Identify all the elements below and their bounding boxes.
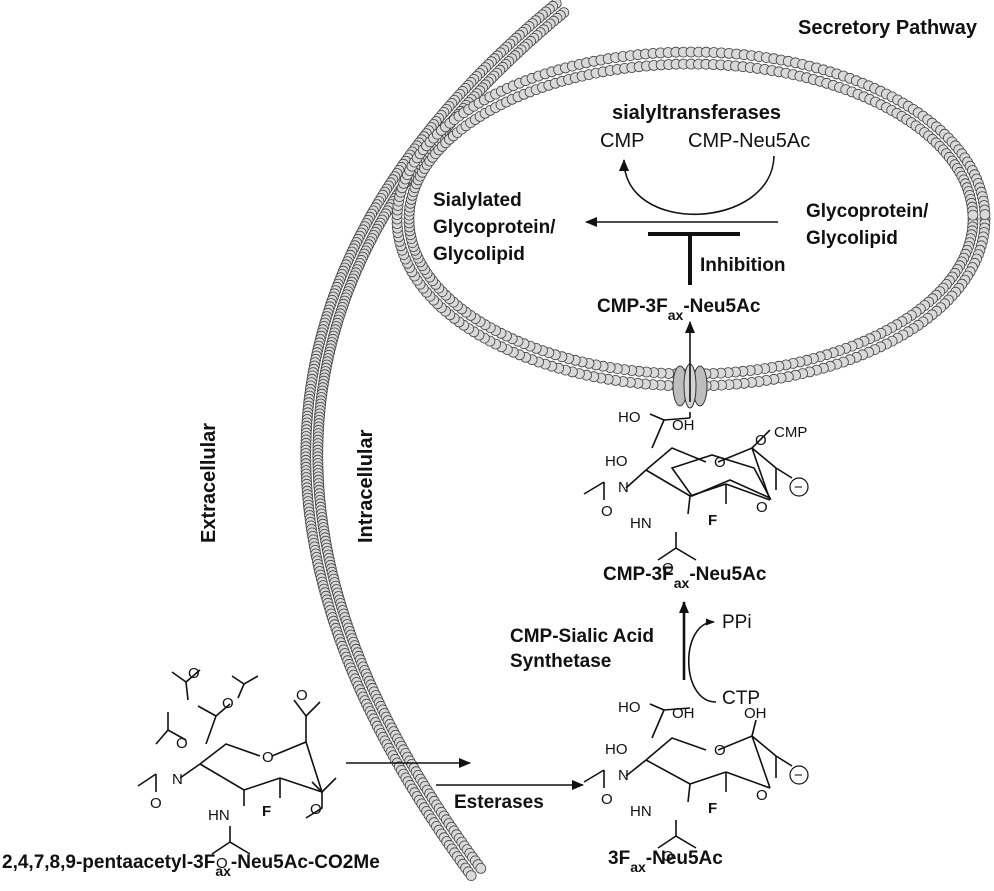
synthetase-label: CMP-Sialic Acid Synthetase xyxy=(510,626,659,672)
esterases-label: Esterases xyxy=(454,792,544,813)
svg-text:HO: HO xyxy=(618,409,641,426)
svg-text:F: F xyxy=(262,803,271,820)
svg-text:HN: HN xyxy=(208,807,230,824)
svg-text:O: O xyxy=(150,795,162,812)
svg-text:O: O xyxy=(755,432,767,449)
svg-text:OH: OH xyxy=(744,705,767,722)
golgi-membrane xyxy=(391,46,991,392)
synthetase-reaction xyxy=(679,601,717,703)
svg-text:O: O xyxy=(714,454,726,471)
svg-text:HO: HO xyxy=(618,699,641,716)
svg-text:O: O xyxy=(176,735,188,752)
sialylation-reaction xyxy=(585,155,778,285)
3fax-neu5ac-label: 3Fax-Neu5Ac xyxy=(608,848,723,875)
cmp-neu5ac-label: CMP-Neu5Ac xyxy=(688,130,810,152)
svg-text:O: O xyxy=(756,499,768,516)
svg-text:O: O xyxy=(216,855,228,872)
svg-text:O: O xyxy=(310,801,322,818)
intracellular-label: Intracellular xyxy=(355,429,377,543)
cmp-3fax-neu5ac-structure: HO OH HO O O CMP N HN F O − O O xyxy=(583,409,809,577)
svg-text:N: N xyxy=(172,771,183,788)
prodrug-label: 2,4,7,8,9-pentaacetyl-3Fax-Neu5Ac-CO2Me xyxy=(2,852,380,879)
svg-text:O: O xyxy=(662,560,674,577)
svg-text:F: F xyxy=(708,800,717,817)
svg-text:O: O xyxy=(756,787,768,804)
svg-text:O: O xyxy=(601,503,613,520)
secretory-pathway-label: Secretory Pathway xyxy=(798,17,978,39)
svg-text:HN: HN xyxy=(630,515,652,532)
svg-text:F: F xyxy=(708,512,717,529)
glycoprotein-label: Glycoprotein/ Glycolipid xyxy=(806,201,934,249)
transporter-icon xyxy=(672,363,708,409)
svg-text:O: O xyxy=(662,848,674,865)
svg-text:HN: HN xyxy=(630,803,652,820)
ppi-label: PPi xyxy=(722,612,752,633)
svg-text:N: N xyxy=(618,479,629,496)
sialyltransferases-label: sialyltransferases xyxy=(612,102,781,124)
svg-text:−: − xyxy=(794,767,803,784)
svg-text:OH: OH xyxy=(672,705,695,722)
svg-text:O: O xyxy=(296,687,308,704)
cmp-label: CMP xyxy=(600,130,644,152)
svg-text:O: O xyxy=(601,791,613,808)
svg-text:CMP: CMP xyxy=(774,424,807,441)
cmp-3fax-neu5ac-label: CMP-3Fax-Neu5Ac xyxy=(603,564,767,591)
svg-text:OH: OH xyxy=(672,417,695,434)
extracellular-label: Extracellular xyxy=(198,423,220,543)
prodrug-structure: O O O O O N HN F O O O xyxy=(137,665,337,872)
golgi-cmp-3fax-neu5ac-label: CMP-3Fax-Neu5Ac xyxy=(597,296,761,323)
svg-text:O: O xyxy=(714,742,726,759)
ctp-label: CTP xyxy=(722,688,760,709)
svg-text:O: O xyxy=(262,749,274,766)
svg-text:N: N xyxy=(618,767,629,784)
3fax-neu5ac-structure: HO OH HO O OH N HN F O − O O xyxy=(583,699,809,865)
svg-text:O: O xyxy=(188,665,200,682)
svg-text:HO: HO xyxy=(605,453,628,470)
sialylated-label: Sialylated Glycoprotein/ Glycolipid xyxy=(433,190,561,265)
svg-text:−: − xyxy=(794,479,803,496)
inhibition-label: Inhibition xyxy=(700,255,785,276)
svg-text:HO: HO xyxy=(605,741,628,758)
svg-text:O: O xyxy=(222,695,234,712)
